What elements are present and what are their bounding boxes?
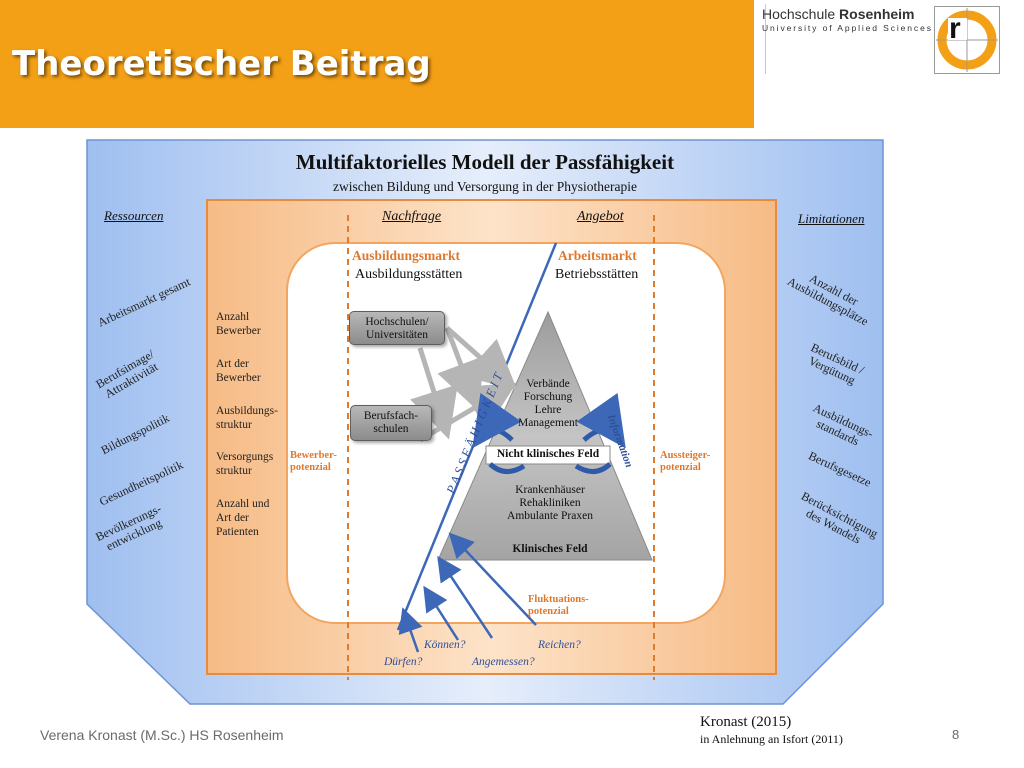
demand-item: Ausbildungs- struktur: [216, 405, 278, 431]
citation: Kronast (2015) in Anlehnung an Isfort (2…: [700, 714, 843, 747]
klinisches-feld-label: Klinisches Feld: [512, 543, 588, 555]
demand-item: Art der Bewerber: [216, 358, 261, 384]
duerfen-label: Dürfen?: [384, 656, 423, 668]
diagram-subtitle: zwischen Bildung und Versorgung in der P…: [333, 179, 637, 194]
logo-letter: r: [949, 12, 961, 45]
koennen-label: Können?: [424, 639, 466, 651]
demand-item: Versorgungs struktur: [216, 451, 274, 477]
fluktuationspotenzial-label: Fluktuations- potenzial: [528, 594, 589, 617]
nicht-klinisches-feld-label: Nicht klinisches Feld: [496, 448, 600, 460]
bewerberpotenzial-label: Bewerber- potenzial: [290, 450, 337, 473]
header-bar: [0, 0, 754, 128]
footer-author: Verena Kronast (M.Sc.) HS Rosenheim: [40, 727, 284, 743]
slide-title: Theoretischer Beitrag: [12, 44, 431, 84]
ausbildungsstaetten-label: Ausbildungsstätten: [355, 267, 463, 282]
aussteigerpotenzial-label: Aussteiger- potenzial: [660, 450, 711, 473]
reichen-label: Reichen?: [538, 639, 581, 651]
berufsfachschulen-box: Berufsfach- schulen: [350, 405, 432, 441]
logo-name: Hochschule Rosenheim: [762, 6, 915, 22]
betriebsstaetten-label: Betriebsstätten: [555, 267, 639, 282]
demand-item: Anzahl Bewerber: [216, 311, 261, 337]
ausbildungsmarkt-label: Ausbildungsmarkt: [352, 248, 461, 263]
hochschulen-box: Hochschulen/ Universitäten: [349, 311, 445, 345]
diagram-title: Multifaktorielles Modell der Passfähigke…: [295, 150, 675, 174]
triangle-top-text: Verbände Forschung Lehre Management: [517, 378, 579, 429]
ressourcen-heading: Ressourcen: [104, 208, 164, 223]
logo-name-regular: Hochschule: [762, 6, 840, 22]
angebot-heading: Angebot: [577, 209, 624, 224]
nachfrage-heading: Nachfrage: [382, 209, 442, 224]
citation-sub: in Anlehnung an Isfort (2011): [700, 732, 843, 746]
triangle-bottom-text: Krankenhäuser Rehakliniken Ambulante Pra…: [507, 484, 593, 522]
citation-main: Kronast (2015): [700, 714, 792, 730]
logo-separator: [765, 4, 766, 74]
page-number: 8: [952, 727, 960, 742]
arbeitsmarkt-label: Arbeitsmarkt: [558, 248, 637, 263]
logo-subtitle: University of Applied Sciences: [762, 23, 933, 33]
limitationen-heading: Limitationen: [798, 211, 865, 226]
university-logo-icon: r: [934, 6, 1000, 74]
angemessen-label: Angemessen?: [472, 656, 535, 668]
logo-name-bold: Rosenheim: [839, 6, 915, 22]
demand-item: Anzahl und Art der Patienten: [216, 498, 270, 538]
